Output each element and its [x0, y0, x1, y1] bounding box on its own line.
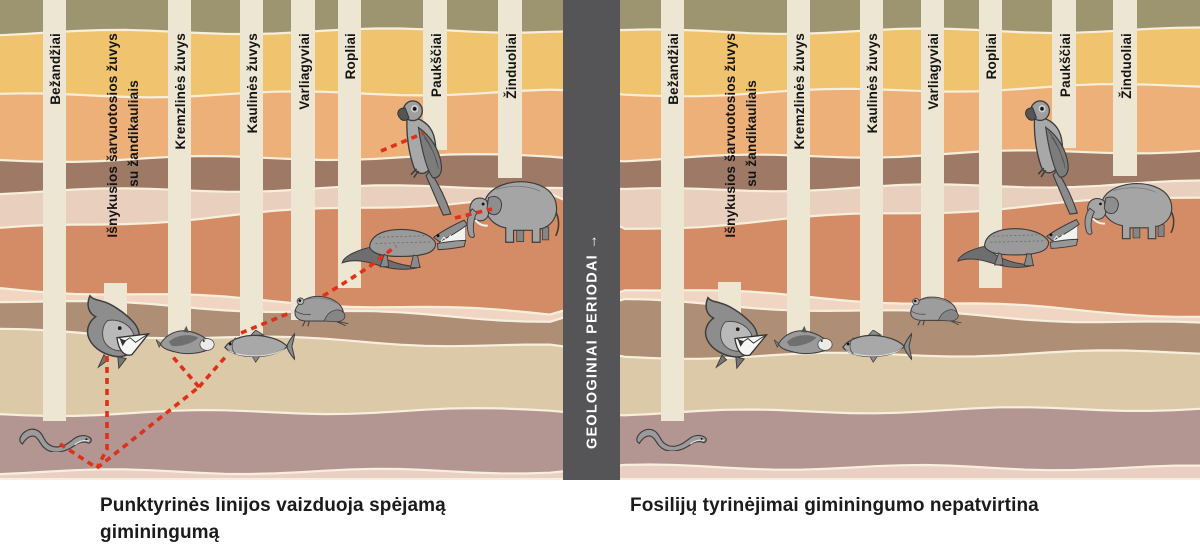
lineage-bar-left-ropliai: [338, 0, 361, 288]
lineage-bar-right-ropliai: [979, 0, 1002, 288]
relationship-dashed-line: [322, 244, 398, 298]
lineage-label: Bežandžiai: [48, 33, 63, 105]
lineage-bar-right-kremzlin-s-uvys: [787, 0, 810, 336]
relationship-dashed-line: [240, 310, 293, 335]
left-caption-line1: Punktyrinės linijos vaizduoja spėjamą: [100, 495, 446, 516]
lineage-label: Varliagyviai: [926, 33, 941, 110]
geologic-periods-bar: GEOLOGINIAI PERIODAI →: [563, 0, 620, 480]
relationship-dashed-line: [197, 352, 230, 389]
lineage-labels: Bežandžiai Išnykusios šarvuotosios žuvys s…: [48, 33, 1134, 238]
lineage-bar-right-varliagyviai: [921, 0, 944, 318]
lineage-bar-left-kremzlin-s-uvys: [168, 0, 191, 336]
geologic-periods-label: GEOLOGINIAI PERIODAI →: [585, 233, 601, 449]
left-caption-line2: giminingumą: [100, 522, 220, 543]
lineage-label-line2: su žandikauliais: [744, 80, 759, 187]
lineage-label: Paukščiai: [1058, 33, 1073, 97]
lineage-bar-left-be-and-iai: [43, 0, 66, 421]
lineage-label: Išnykusios šarvuotosios žuvys: [105, 33, 120, 238]
left-panel-caption: Punktyrinės linijos vaizduoja spėjamą gi…: [100, 492, 560, 546]
lineage-label: Išnykusios šarvuotosios žuvys: [723, 33, 738, 238]
lineage-label: Ropliai: [343, 33, 358, 79]
lineage-label: Kaulinės žuvys: [245, 33, 260, 133]
lineage-label: Kaulinės žuvys: [865, 33, 880, 133]
lineage-bar-right-be-and-iai: [661, 0, 684, 421]
lineage-bar-left-varliagyviai: [291, 0, 315, 320]
lineage-bar-right-pauk-iai: [1052, 0, 1076, 148]
lineage-label: Ropliai: [984, 33, 999, 79]
lineage-label: Kremzlinės žuvys: [173, 33, 188, 150]
lineage-bar-left-kaulin-s-uvys: [240, 0, 263, 350]
relationship-dashed-line: [59, 442, 98, 470]
lineage-label: Varliagyviai: [297, 33, 312, 110]
lineage-label: Bežandžiai: [666, 33, 681, 105]
relationship-dashed-line: [170, 354, 201, 389]
lineage-bar-right-kaulin-s-uvys: [860, 0, 883, 348]
lineage-label: Žinduoliai: [504, 33, 519, 99]
lineage-label: Žinduoliai: [1119, 33, 1134, 99]
relationship-dashed-line: [380, 131, 425, 153]
geologic-periods-bar-background: [563, 0, 620, 480]
right-panel-caption: Fosilijų tyrinėjimai giminingumo nepatvi…: [630, 495, 1039, 516]
hypothesized-relationship-lines: [59, 131, 493, 470]
lineage-bar-left--induoliai: [498, 0, 522, 178]
lineage-bar-right--induoliai: [1113, 0, 1137, 176]
lineage-label-line2: su žandikauliais: [126, 80, 141, 187]
relationship-dashed-line: [95, 356, 109, 469]
lineage-label: Paukščiai: [429, 33, 444, 97]
lineage-label: Kremzlinės žuvys: [792, 33, 807, 150]
